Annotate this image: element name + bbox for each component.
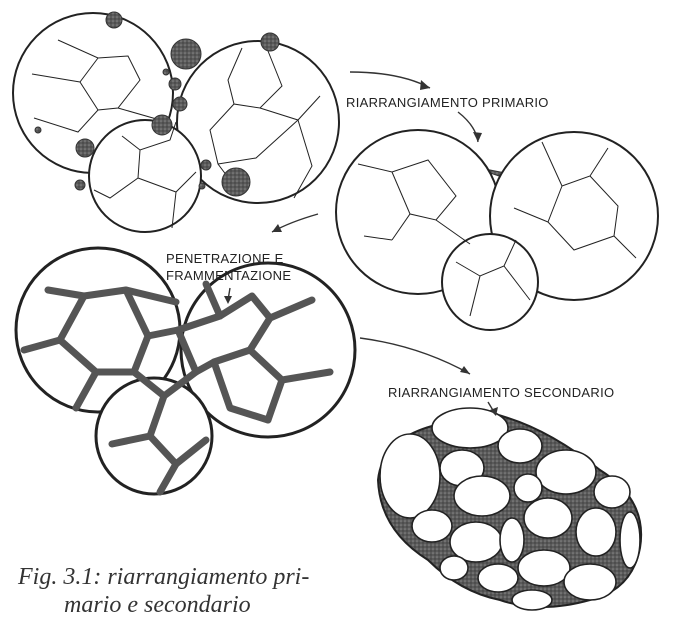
label-penetration-line2: FRAMMENTAZIONE <box>166 268 291 284</box>
label-primary-rearrangement: RIARRANGIAMENTO PRIMARIO <box>346 95 549 111</box>
arrow-to-secondary-label <box>360 338 470 374</box>
stage-penetration-fragmentation <box>16 248 355 494</box>
grain-small-bottom <box>89 120 201 232</box>
label-secondary-rearrangement: RIARRANGIAMENTO SECONDARIO <box>388 385 614 401</box>
stage-primary-rearrangement <box>336 130 658 330</box>
grain-primary-bottom <box>442 234 538 330</box>
stage-initial <box>13 12 339 232</box>
figure-caption-line2: mario e secondario <box>64 592 251 618</box>
arrow-to-primary-label <box>350 72 430 88</box>
figure-caption-line1: Fig. 3.1: riarrangiamento pri- <box>18 564 309 590</box>
label-penetration-line1: PENETRAZIONE E <box>166 251 284 267</box>
stage-secondary-rearrangement <box>378 408 641 610</box>
arrow-to-primary-stage <box>458 112 478 142</box>
